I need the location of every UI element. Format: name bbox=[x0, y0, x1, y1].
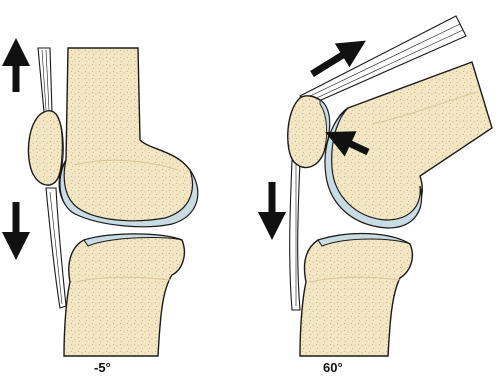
flexed-knee bbox=[272, 16, 492, 356]
extended-knee bbox=[16, 48, 198, 356]
angle-label-flexed: 60° bbox=[323, 360, 343, 375]
patellar-tendon-right bbox=[290, 160, 300, 310]
patellar-tendon-left bbox=[46, 188, 66, 308]
patella-left bbox=[28, 111, 63, 185]
arrow-up-right bbox=[312, 48, 354, 74]
patella-right bbox=[288, 96, 330, 168]
tibia-right bbox=[300, 234, 412, 356]
tibia-left bbox=[64, 234, 184, 356]
quadriceps-tendon-left bbox=[38, 48, 52, 112]
angle-label-extended: -5° bbox=[94, 360, 111, 375]
femur-left bbox=[59, 48, 198, 227]
